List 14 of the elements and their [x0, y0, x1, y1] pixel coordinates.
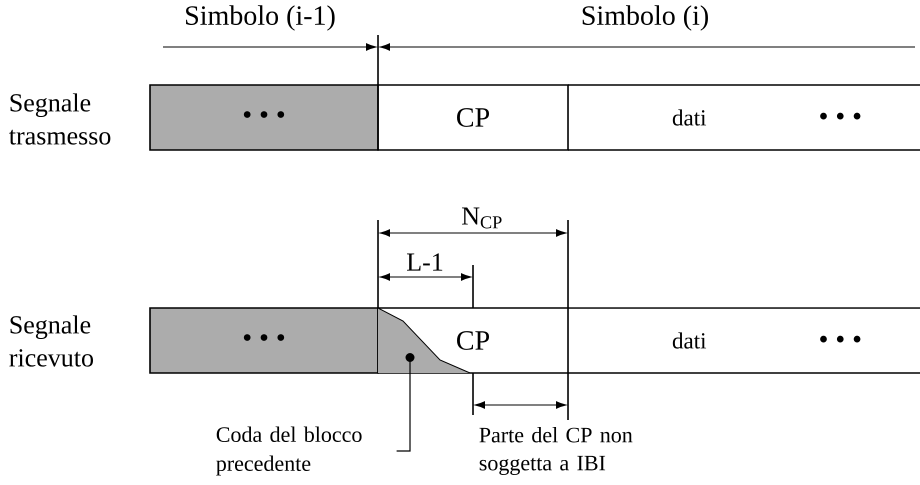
signal-block: • • •: [149, 84, 379, 151]
dimension-label: Simbolo (i): [582, 5, 708, 31]
dimension-label: N$_{CP}$: [462, 208, 502, 228]
dimension-label: L-1: [407, 253, 442, 271]
dimension-label: Parte del CP non soggetta a IBI: [479, 427, 632, 476]
leader-line: [396, 353, 414, 452]
callout-text: Coda del blocco precedente: [216, 426, 362, 476]
signal-block: CP: [377, 84, 569, 151]
data-band: dati • • •: [568, 307, 920, 374]
signal-block: CP: [377, 307, 569, 374]
row-label: Segnale ricevuto: [9, 315, 94, 367]
data-band: dati • • •: [568, 84, 920, 151]
row-label: Segnale trasmesso: [9, 93, 110, 145]
dimension-label: Simbolo (i-1): [186, 5, 335, 31]
